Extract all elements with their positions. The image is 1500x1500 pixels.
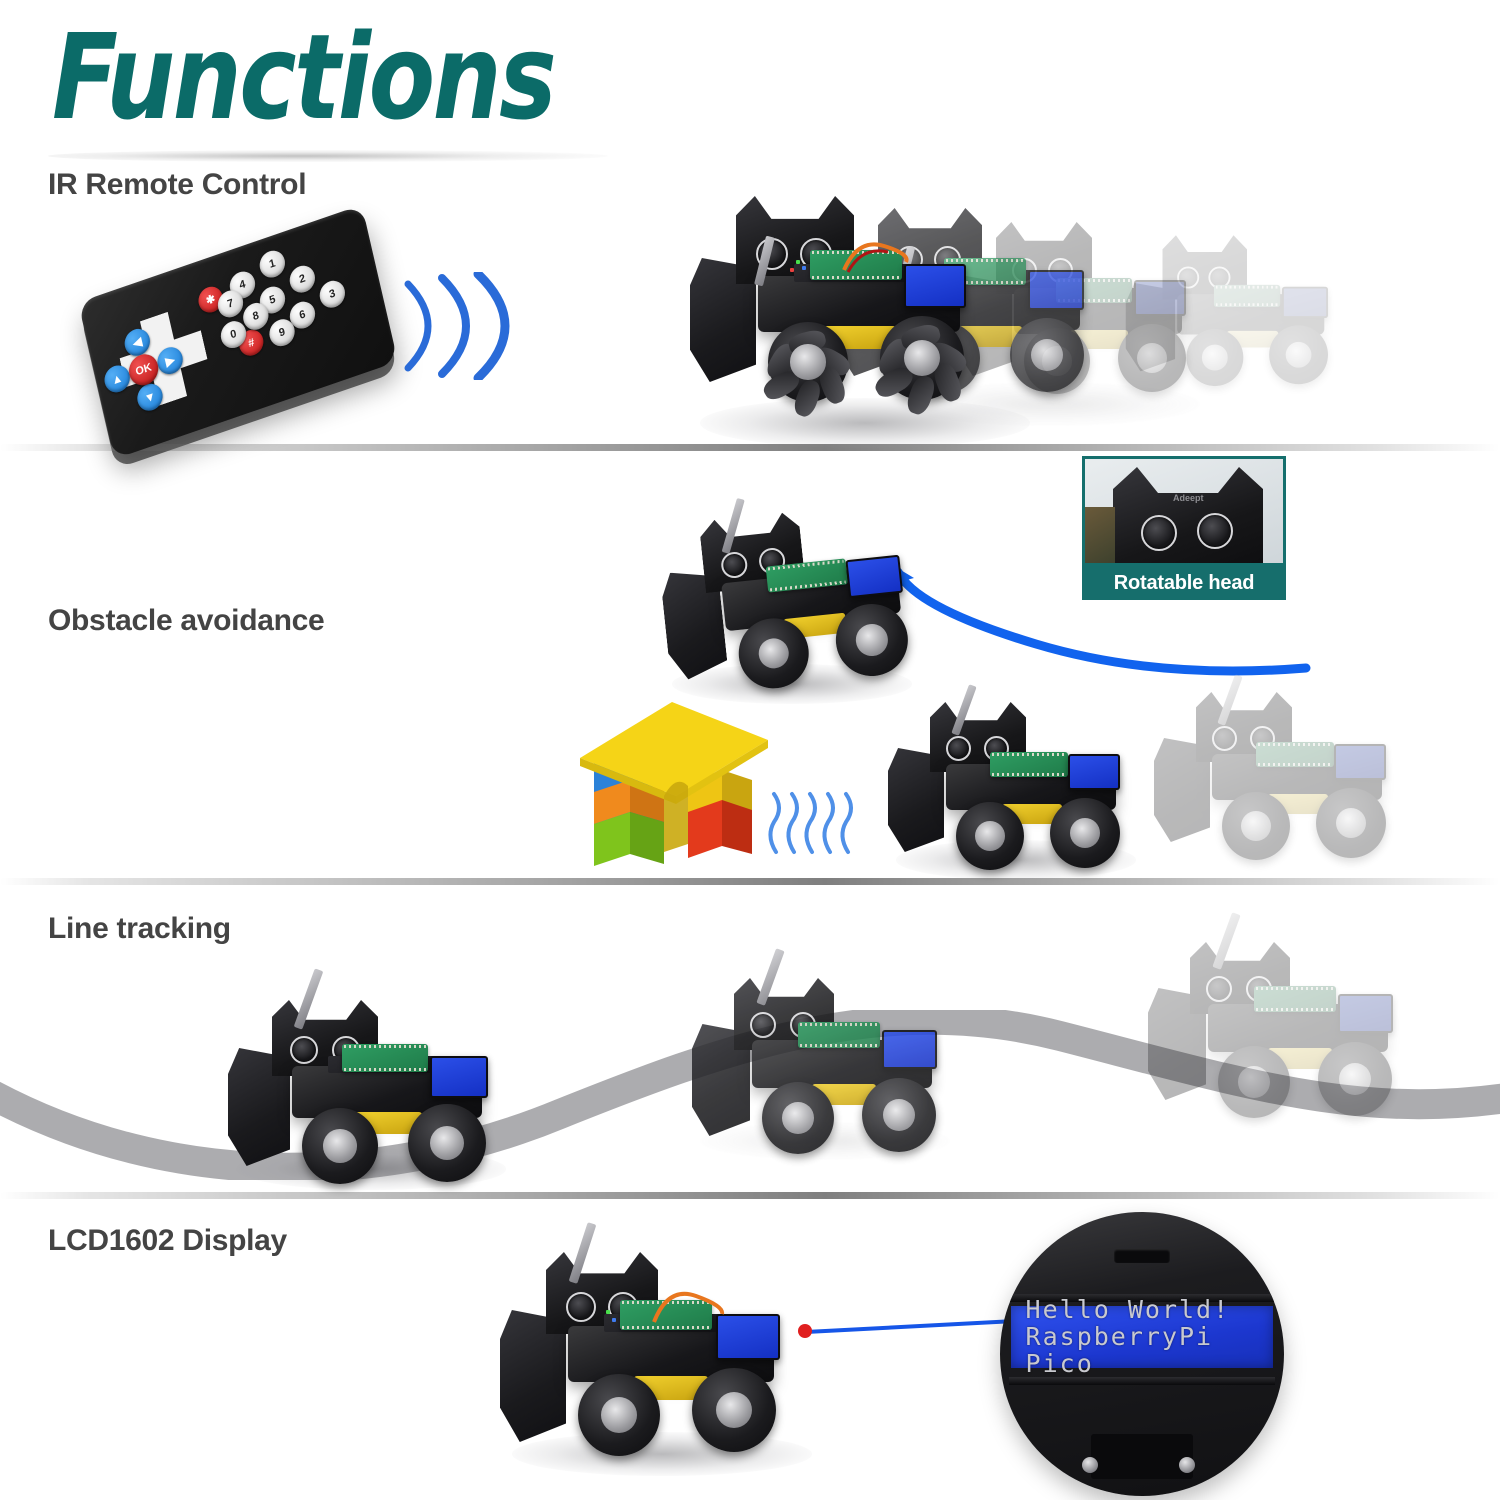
ultrasonic-sensor-eye <box>1197 513 1233 549</box>
lcd-callout-line <box>805 1319 1006 1334</box>
block-orange <box>594 780 630 824</box>
remote-button-3[interactable]: 3 <box>317 277 348 312</box>
mecanum-wheel <box>578 1374 660 1456</box>
lcd1602-module <box>716 1314 780 1360</box>
rotatable-head-photo: Adeept <box>1082 456 1286 566</box>
lcd-callout-marker <box>798 1324 812 1338</box>
remote-body: ◀ ▶ ▼ ▲ OK ✱ # 1 2 3 4 5 6 7 8 9 0 <box>78 204 398 460</box>
section-label-ir-remote-control: IR Remote Control <box>48 168 307 201</box>
section-divider <box>0 878 1500 885</box>
lcd-line-2: RaspberryPi Pico <box>1025 1322 1214 1379</box>
lcd-bezel-rail <box>1008 1376 1276 1385</box>
lcd-bezel-rail <box>1008 1294 1276 1303</box>
section-label-line-tracking: Line tracking <box>48 912 231 945</box>
robot-car <box>1148 912 1413 1133</box>
section-label-obstacle-avoidance: Obstacle avoidance <box>48 604 325 637</box>
title-shadow <box>48 150 608 162</box>
block-red <box>688 800 722 858</box>
raspberry-pi-pico-board <box>342 1044 428 1072</box>
screw-icon <box>1178 1457 1195 1474</box>
ultrasonic-sensor-eye <box>566 1292 596 1322</box>
robot-car <box>888 684 1138 885</box>
mecanum-wheel <box>872 316 971 418</box>
block-roof <box>580 702 768 796</box>
ultrasonic-sensor-eye <box>720 551 749 580</box>
section-divider <box>0 444 1500 451</box>
ultrasonic-sensor-eye <box>1141 515 1177 551</box>
robot-car <box>655 497 933 715</box>
block-green <box>594 812 630 866</box>
lcd-module-connector <box>1090 1433 1194 1479</box>
robot-car <box>1125 235 1347 401</box>
ir-remote-control: ◀ ▶ ▼ ▲ OK ✱ # 1 2 3 4 5 6 7 8 9 0 <box>78 204 408 469</box>
building-block-obstacle <box>576 700 772 876</box>
remote-button-2[interactable]: 2 <box>287 262 318 297</box>
rotatable-head-callout: Adeept Rotatable head <box>1082 456 1286 600</box>
lcd-line-1: Hello World! <box>1025 1295 1231 1325</box>
lcd1602-module <box>430 1056 488 1098</box>
robot-shadow <box>700 398 1030 448</box>
lcd-screen: Hello World! RaspberryPi Pico <box>1011 1296 1273 1377</box>
robot-car <box>500 1222 800 1478</box>
rotatable-head-label: Rotatable head <box>1082 566 1286 600</box>
lcd1602-module <box>845 554 904 599</box>
section-divider <box>0 1192 1500 1199</box>
screw-icon <box>1082 1457 1099 1474</box>
brand-logo: Adeept <box>1173 493 1204 503</box>
mecanum-wheel <box>760 322 854 419</box>
lcd1602-module <box>904 264 966 308</box>
ir-signal-icon <box>404 269 534 383</box>
lcd1602-magnifier: Hello World! RaspberryPi Pico <box>1000 1212 1284 1496</box>
robot-car <box>228 968 508 1196</box>
mecanum-wheel <box>692 1368 776 1452</box>
page-title: Functions <box>52 8 557 146</box>
remote-button-1[interactable]: 1 <box>257 247 288 282</box>
robot-car <box>690 196 990 431</box>
section-label-lcd1602-display: LCD1602 Display <box>48 1224 287 1257</box>
ultrasonic-wave-icon <box>768 790 864 856</box>
mecanum-wheel <box>302 1108 378 1184</box>
robot-car <box>692 948 957 1169</box>
lcd-module-slot <box>1113 1248 1171 1264</box>
mecanum-wheel <box>408 1104 486 1182</box>
robot-car <box>1154 674 1404 875</box>
